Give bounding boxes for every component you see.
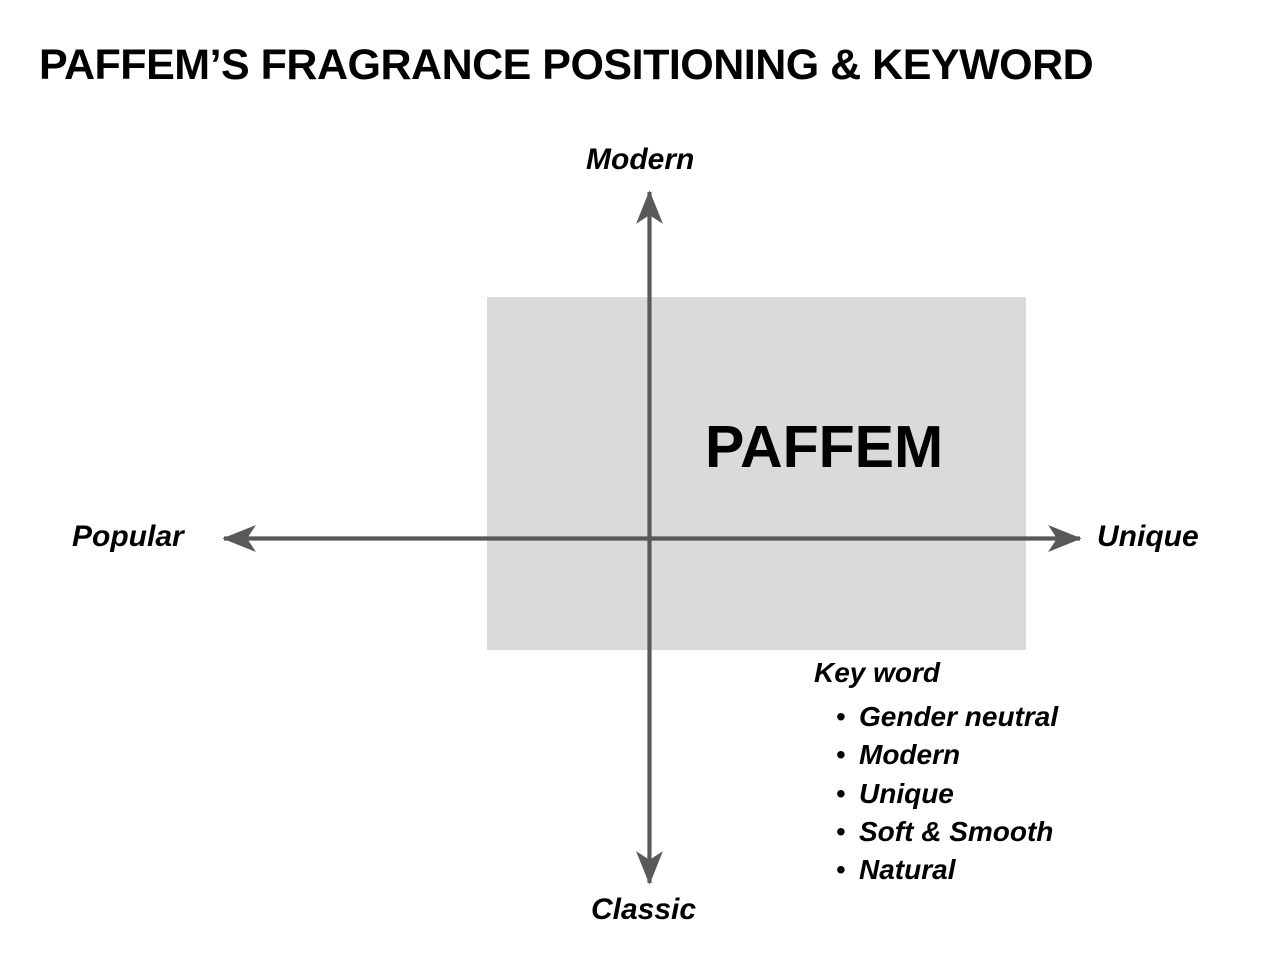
list-item-label: Modern [859, 739, 961, 771]
bullet-icon: • [836, 777, 846, 809]
axis-label-popular: Popular [72, 520, 184, 553]
list-item: • Natural [836, 851, 1234, 889]
bullet-icon: • [836, 739, 846, 771]
bullet-icon: • [836, 701, 846, 732]
paffem-positioning-region [487, 297, 1026, 650]
axis-label-classic: Classic [591, 893, 697, 926]
list-item: • Modern [836, 736, 1234, 774]
bullet-icon: • [836, 854, 846, 886]
list-item-label: Natural [859, 854, 956, 886]
list-item: • Unique [836, 775, 1234, 813]
axis-label-modern: Modern [586, 143, 695, 176]
list-item: • Soft & Smooth [836, 813, 1234, 851]
axis-label-unique: Unique [1097, 520, 1199, 553]
bullet-icon: • [836, 816, 846, 848]
page-title: PAFFEM’S FRAGRANCE POSITIONING & KEYWORD [39, 41, 1094, 89]
brand-label-paffem: PAFFEM [705, 414, 944, 480]
keyword-panel: Key word • Gender neutral • Modern • Uni… [814, 659, 1234, 890]
list-item-label: Gender neutral [859, 701, 1059, 732]
list-item-label: Soft & Smooth [859, 816, 1054, 848]
list-item: • Gender neutral [836, 698, 1234, 736]
list-item-label: Unique [859, 777, 954, 809]
keyword-list: • Gender neutral • Modern • Unique • Sof… [814, 698, 1234, 890]
keyword-heading: Key word [814, 657, 941, 688]
